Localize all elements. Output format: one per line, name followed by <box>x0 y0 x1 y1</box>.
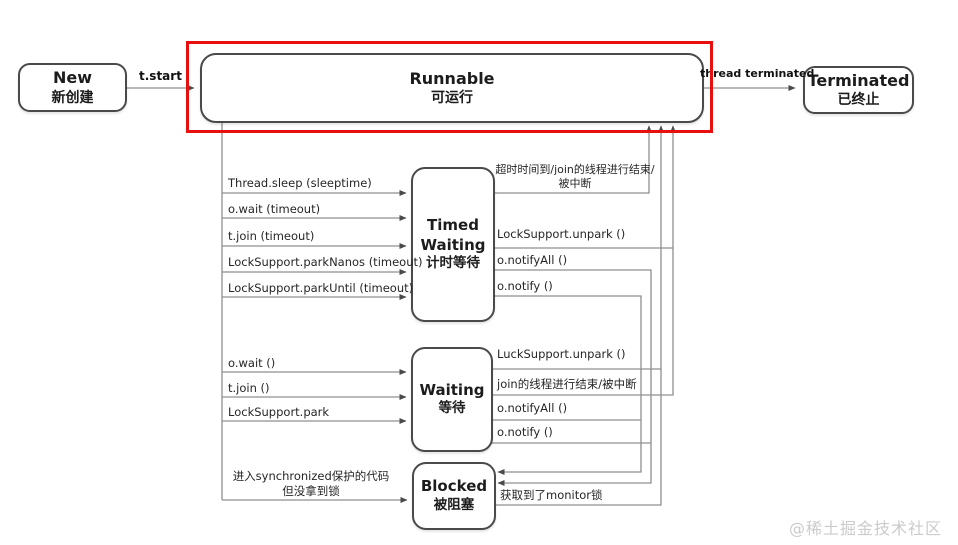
edge-label-w-notify: o.notify () <box>497 425 553 439</box>
edge-label-enter-synchronized-line1: 进入synchronized保护的代码 <box>232 469 390 483</box>
edge-label-w-notifyall: o.notifyAll () <box>497 401 568 415</box>
state-name-runnable: Runnable <box>409 68 495 88</box>
edge-label-locksupport-unpark: LockSupport.unpark () <box>497 227 626 241</box>
edge-label-parknanos: LockSupport.parkNanos (timeout) <box>228 255 423 269</box>
edge-label-tw-notifyall: o.notifyAll () <box>497 253 568 267</box>
edge-label-timeout-interrupted: 超时时间到/join的线程进行结束/ 被中断 <box>493 163 657 191</box>
edge-label-owait: o.wait () <box>228 356 276 370</box>
watermark-text: @稀土掘金技术社区 <box>789 519 943 538</box>
edge-label-t-start: t.start <box>139 69 182 83</box>
edge-label-thread-sleep: Thread.sleep (sleeptime) <box>228 176 372 190</box>
state-name-waiting-zh: 等待 <box>438 400 466 417</box>
state-name-new: New <box>52 68 93 87</box>
state-box-timed-waiting: Timed Waiting 计时等待 <box>411 167 495 322</box>
edge-label-join-finished: join的线程进行结束/被中断 <box>497 377 637 391</box>
state-name-timed: Timed <box>427 216 479 235</box>
state-box-runnable: Runnable 可运行 <box>200 53 704 123</box>
state-name-waiting-word: Waiting <box>420 235 486 254</box>
edge-label-owait-timeout: o.wait (timeout) <box>228 202 321 216</box>
edge-label-lucksupport-unpark: LuckSupport.unpark () <box>497 347 626 361</box>
state-box-terminated: Terminated 已终止 <box>803 66 914 114</box>
edge-label-enter-synchronized: 进入synchronized保护的代码 但没拿到锁 <box>225 469 397 499</box>
edge-label-enter-synchronized-line2: 但没拿到锁 <box>282 483 340 498</box>
state-box-blocked: Blocked 被阻塞 <box>412 462 496 530</box>
edge-label-locksupport-park: LockSupport.park <box>228 405 330 419</box>
state-name-blocked: Blocked <box>420 477 488 496</box>
edge-label-tjoin-timeout: t.join (timeout) <box>228 229 315 243</box>
edge-label-parkuntil: LockSupport.parkUntil (timeout) <box>228 281 414 295</box>
edge-label-thread-terminated: thread terminated <box>700 67 815 80</box>
edge-label-tjoin: t.join () <box>228 381 270 395</box>
state-name-waiting: Waiting <box>419 380 485 399</box>
edge-label-monitor-acquired: 获取到了monitor锁 <box>500 488 603 502</box>
state-name-runnable-zh: 可运行 <box>431 90 473 107</box>
edge-label-timeout-line2: 被中断 <box>558 176 592 190</box>
state-name-new-zh: 新创建 <box>51 89 94 106</box>
state-box-new: New 新创建 <box>18 63 127 112</box>
state-name-blocked-zh: 被阻塞 <box>433 496 475 513</box>
state-name-terminated-zh: 已终止 <box>837 92 880 109</box>
edge-label-timeout-line1: 超时时间到/join的线程进行结束/ <box>495 163 655 176</box>
state-name-timed-waiting-zh: 计时等待 <box>426 255 480 272</box>
state-box-waiting: Waiting 等待 <box>411 347 493 452</box>
edge-label-tw-notify: o.notify () <box>497 279 553 293</box>
state-name-terminated: Terminated <box>807 70 910 90</box>
